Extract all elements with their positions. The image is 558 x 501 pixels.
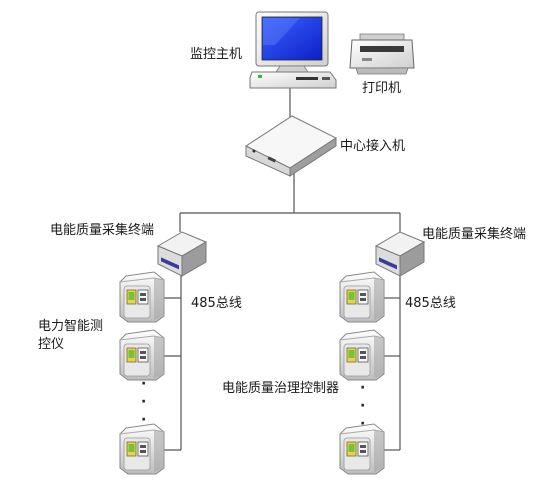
collector-left-label: 电能质量采集终端	[50, 222, 154, 238]
meter-device-left-3-icon	[119, 423, 165, 475]
collector-terminal-left-icon	[157, 231, 207, 277]
host-label: 监控主机	[190, 47, 242, 62]
center-access-unit-icon	[244, 115, 338, 177]
meter-label-line2: 控仪	[38, 337, 64, 352]
ellipsis-left: · · ·	[141, 376, 146, 428]
meter-device-left-2-icon	[119, 329, 165, 381]
ellipsis-dot: ·	[141, 376, 146, 392]
bus-right-label: 485总线	[405, 296, 456, 311]
host-computer-icon	[249, 11, 337, 89]
ellipsis-dot: ·	[360, 416, 365, 432]
controller-label: 电能质量治理控制器	[222, 381, 339, 396]
center-unit-label: 中心接入机	[340, 138, 405, 154]
controller-device-right-2-icon	[339, 329, 385, 381]
collector-terminal-right-icon	[375, 231, 425, 277]
ellipsis-dot: ·	[141, 412, 146, 428]
bus-left-label: 485总线	[191, 296, 242, 311]
ellipsis-right: · · ·	[360, 380, 365, 432]
ellipsis-dot: ·	[141, 394, 146, 410]
meter-label-line1: 电力智能测	[38, 319, 103, 334]
meter-device-left-1-icon	[119, 271, 165, 323]
connection-wires	[164, 86, 401, 451]
ellipsis-dot: ·	[360, 398, 365, 414]
printer-label: 打印机	[362, 81, 401, 96]
controller-device-right-1-icon	[339, 271, 385, 323]
collector-right-label: 电能质量采集终端	[422, 226, 526, 242]
printer-icon	[349, 33, 415, 75]
ellipsis-dot: ·	[360, 380, 365, 396]
